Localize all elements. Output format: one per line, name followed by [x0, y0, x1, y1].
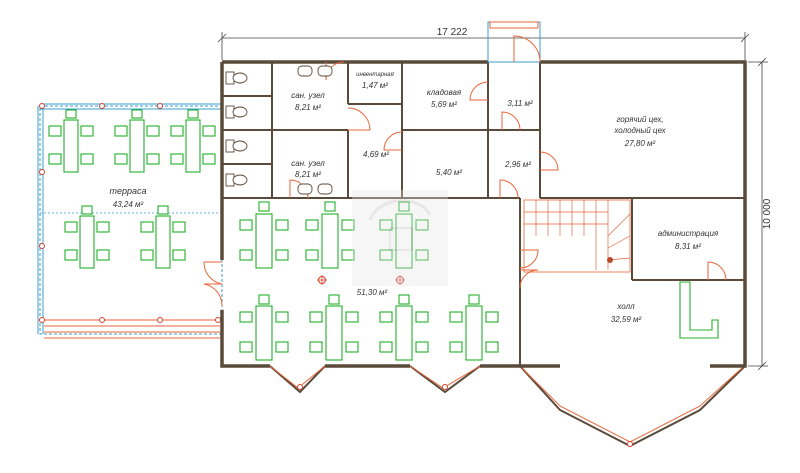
wc-top-area: 8,21 м² — [295, 103, 321, 112]
terrace-tables — [48, 109, 216, 269]
terrace-area — [37, 103, 223, 339]
room-311-area: 3,11 м² — [507, 99, 533, 108]
room-labels: терраса 43,24 м² сан. узел 8,21 м² сан. … — [109, 72, 718, 324]
watermark-logo — [352, 190, 448, 286]
admin-area: 8,31 м² — [675, 242, 701, 251]
bay-windows — [269, 365, 746, 448]
inventory-area: 1,47 м² — [362, 81, 388, 90]
inventory-name: инвентарная — [356, 72, 395, 78]
hall-tables — [239, 201, 499, 361]
terrace-area-label: 43,24 м² — [113, 200, 144, 209]
room-540-area: 5,40 м² — [436, 168, 462, 177]
building-walls — [220, 60, 747, 368]
hall-area: 51,30 м² — [357, 288, 388, 297]
reception-counter — [679, 281, 719, 339]
doors — [203, 61, 727, 307]
kitchen-name-1: горячий цех, — [616, 115, 663, 124]
hall-columns — [317, 257, 613, 285]
kitchen-area: 27,80 м² — [624, 139, 656, 148]
wc-fixtures — [225, 65, 333, 195]
wc-bottom-name: сан. узел — [291, 159, 325, 168]
staircase — [523, 199, 631, 273]
dimension-lines — [217, 32, 768, 371]
room-296-area: 2,96 м² — [504, 160, 531, 169]
pantry-name: кладовая — [427, 88, 462, 97]
wc-top-name: сан. узел — [291, 91, 325, 100]
pantry-area: 5,69 м² — [431, 100, 457, 109]
admin-name: администрация — [658, 229, 719, 238]
width-dimension: 17 222 — [437, 27, 468, 38]
terrace-name: терраса — [109, 186, 146, 196]
top-entrance — [487, 21, 541, 63]
lobby-name: холл — [616, 302, 635, 311]
corridor-area: 4,69 м² — [363, 150, 389, 159]
wc-bottom-area: 8,21 м² — [295, 170, 321, 179]
kitchen-name-2: холодный цех — [613, 126, 666, 135]
height-dimension: 10 000 — [762, 198, 773, 229]
lobby-area: 32,59 м² — [611, 315, 642, 324]
